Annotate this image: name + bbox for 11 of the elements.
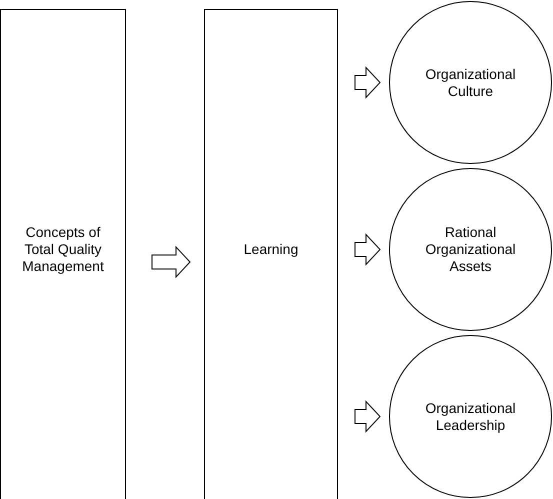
node-label: Rational Organizational Assets	[424, 224, 517, 275]
block-arrow	[354, 233, 381, 266]
block-arrow	[354, 66, 381, 99]
process-box	[0, 9, 126, 499]
node-label: Organizational Culture	[424, 66, 517, 100]
process-box	[204, 9, 338, 499]
block-arrow	[354, 400, 381, 433]
node-label: Concepts of Total Quality Management	[22, 224, 104, 274]
block-arrow	[152, 246, 191, 278]
node-label: Learning	[244, 240, 298, 258]
node-label: Organizational Leadership	[424, 400, 517, 434]
